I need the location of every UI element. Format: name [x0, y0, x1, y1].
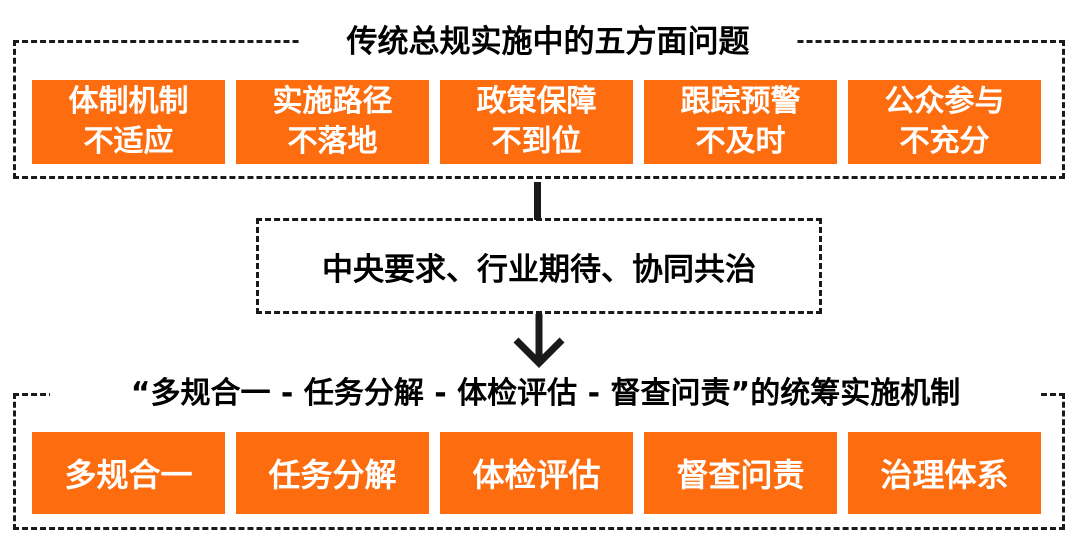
mechanism-box-4: 督查问责: [644, 432, 837, 514]
problem-box-5-line2: 不充分: [899, 124, 990, 159]
problem-box-3-line1: 政策保障: [476, 84, 597, 119]
problem-box-4-line2: 不及时: [695, 124, 786, 159]
problem-box-1-line2: 不适应: [83, 124, 174, 159]
drivers-box: 中央要求、行业期待、协同共治: [256, 218, 822, 314]
drivers-text: 中央要求、行业期待、协同共治: [322, 251, 756, 288]
connector-line-top: [534, 182, 541, 220]
problem-box-2: 实施路径 不落地: [236, 80, 429, 164]
problem-box-1: 体制机制 不适应: [32, 80, 225, 164]
problem-box-3: 政策保障 不到位: [440, 80, 633, 164]
problems-title: 传统总规实施中的五方面问题: [300, 22, 796, 62]
mechanism-box-1: 多规合一: [32, 432, 225, 514]
mechanism-box-2: 任务分解: [236, 432, 429, 514]
problem-box-4-line1: 跟踪预警: [680, 84, 801, 119]
problem-box-1-line1: 体制机制: [68, 84, 189, 119]
problem-box-2-line2: 不落地: [287, 124, 378, 159]
mechanism-box-5: 治理体系: [848, 432, 1041, 514]
problem-box-2-line1: 实施路径: [272, 84, 393, 119]
arrow-down-icon: [513, 314, 565, 368]
mechanism-box-3: 体检评估: [440, 432, 633, 514]
mechanism-title: “多规合一 - 任务分解 - 体检评估 - 督查问责”的统筹实施机制: [50, 374, 1041, 414]
problem-box-3-line2: 不到位: [491, 124, 582, 159]
problem-box-4: 跟踪预警 不及时: [644, 80, 837, 164]
problem-box-5: 公众参与 不充分: [848, 80, 1041, 164]
problem-box-5-line1: 公众参与: [884, 84, 1005, 119]
